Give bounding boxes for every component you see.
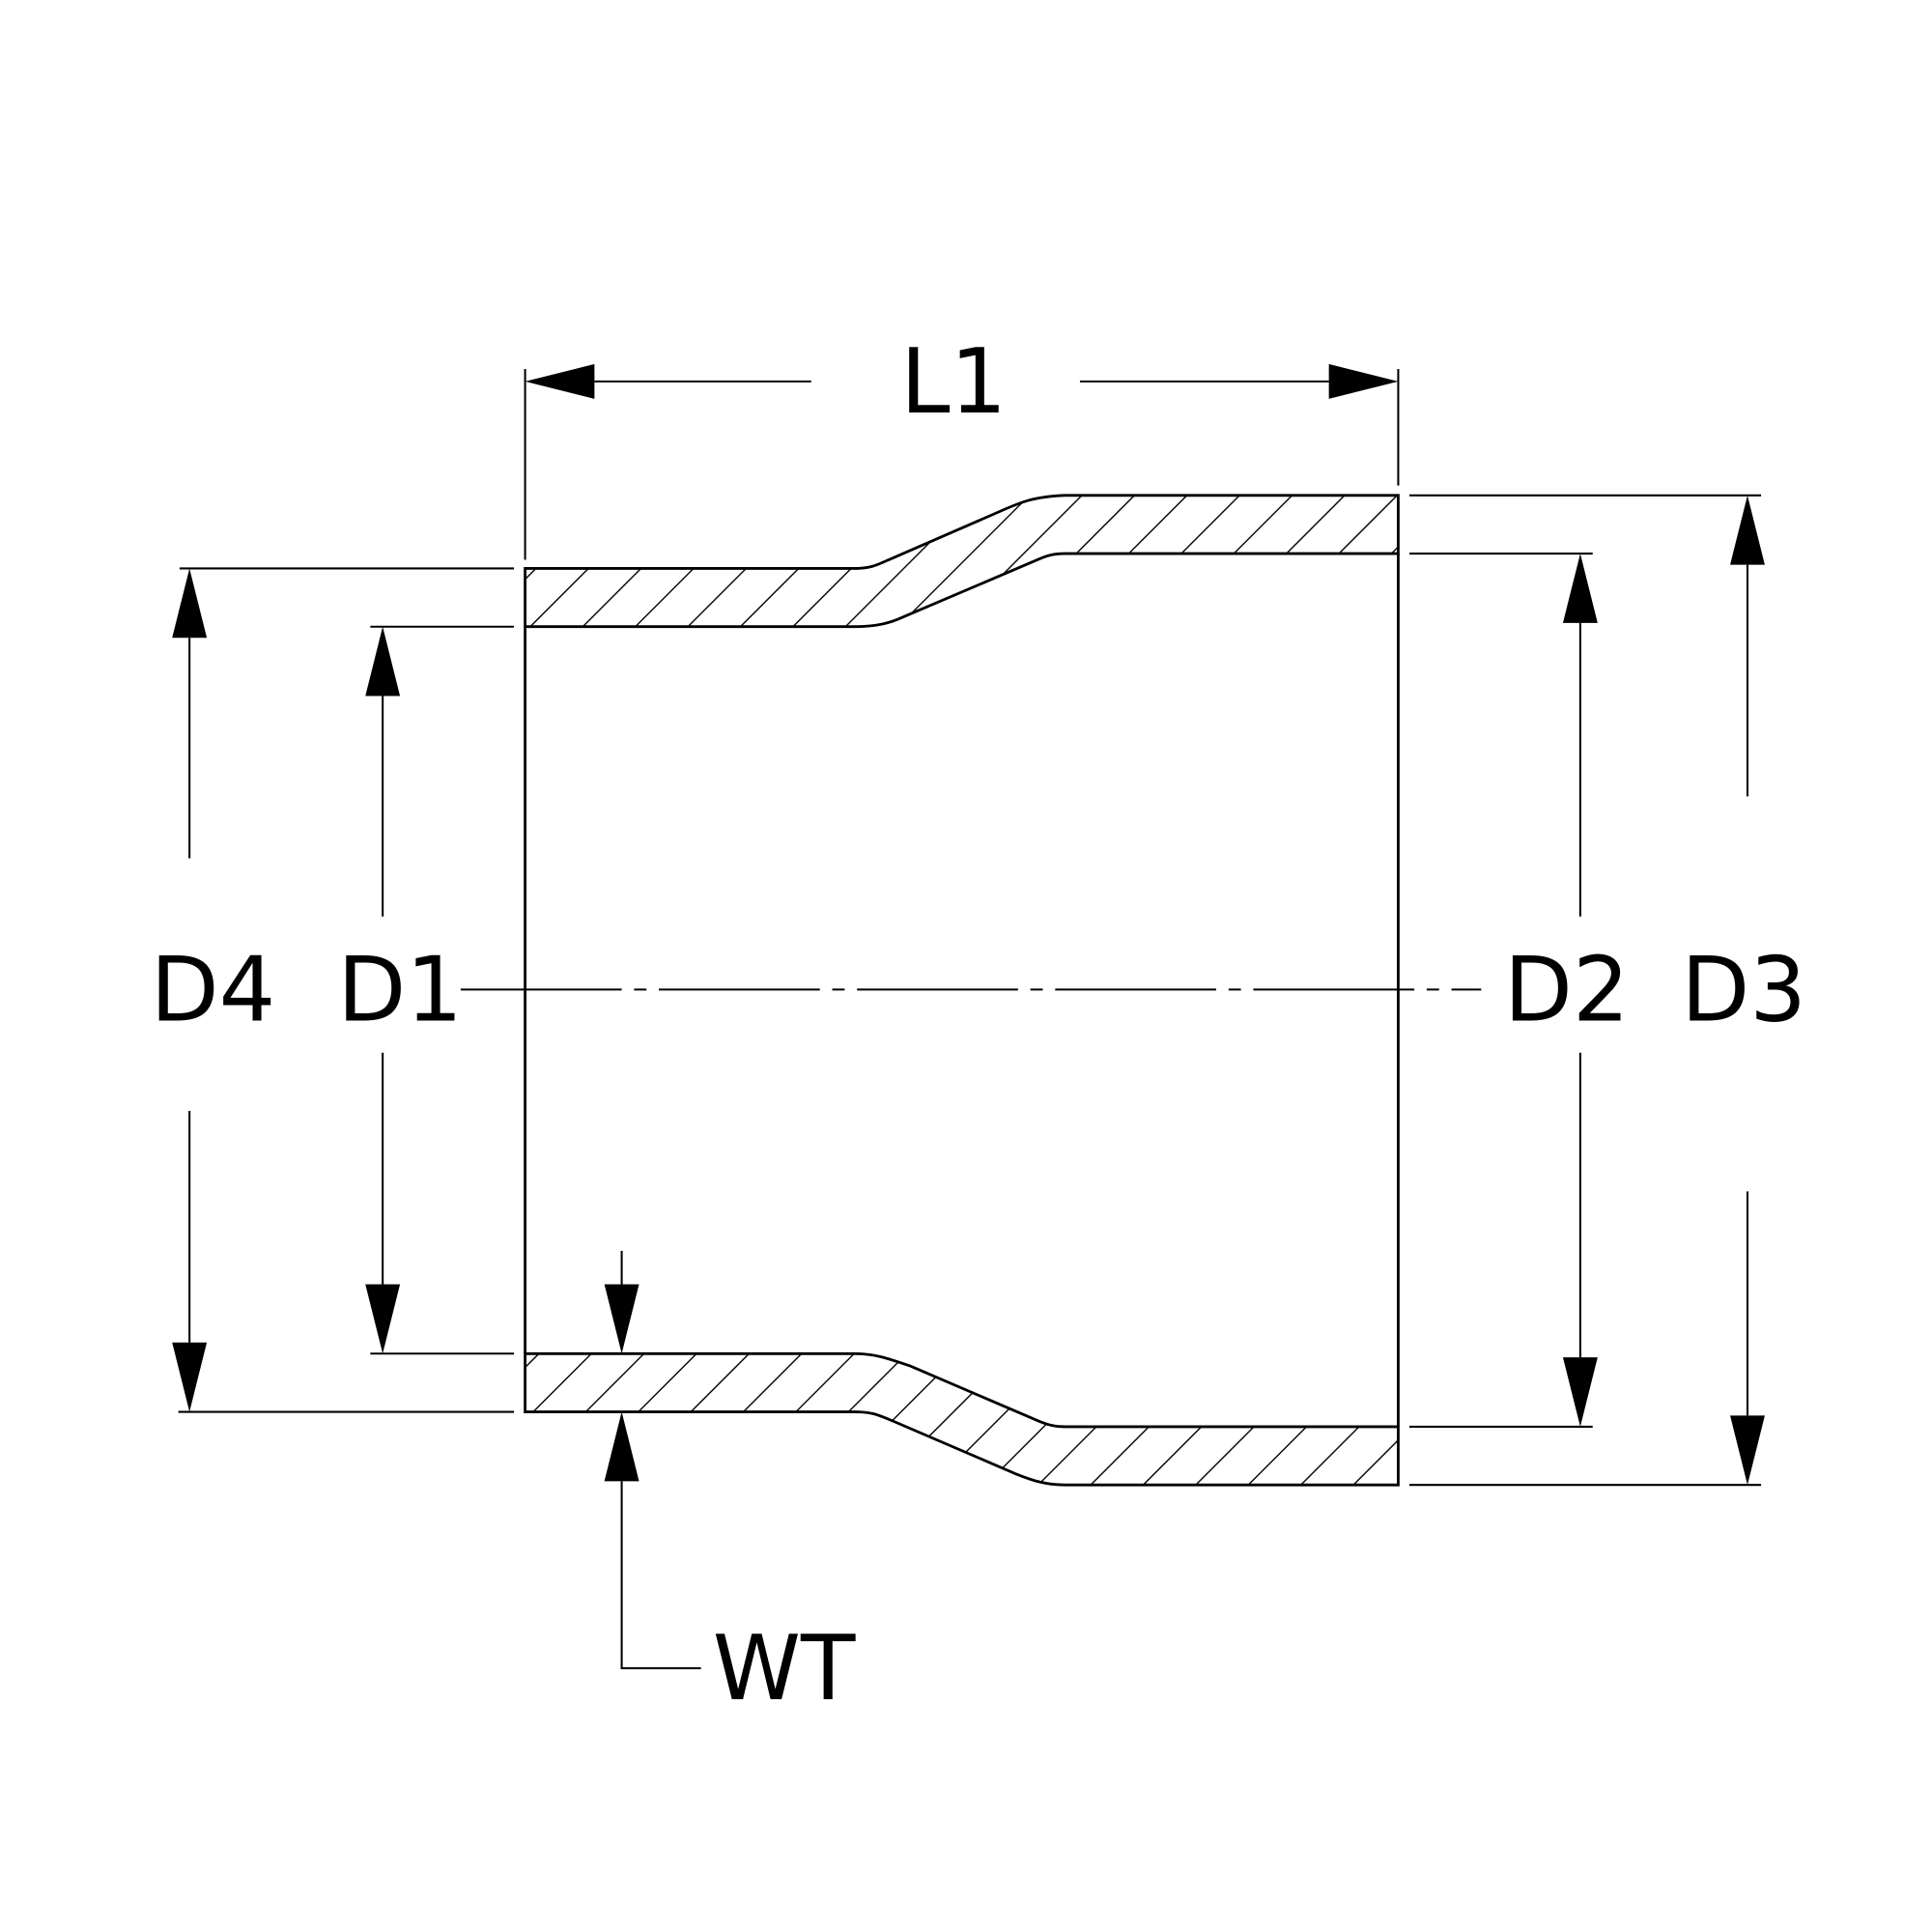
- arrow-left-icon: [525, 363, 595, 399]
- arrow-up-icon: [365, 626, 401, 696]
- label-d1: D1: [337, 937, 463, 1041]
- dimension-wt: WT: [604, 1250, 856, 1720]
- dimension-d2: D2: [1504, 554, 1630, 1427]
- arrow-down-icon: [1562, 1357, 1598, 1427]
- bottom-wall-section: [524, 1351, 1400, 1487]
- dimension-l1: L1: [525, 329, 1399, 434]
- arrow-down-icon: [172, 1342, 208, 1412]
- label-d2: D2: [1504, 937, 1630, 1041]
- extension-lines: [178, 369, 1762, 1487]
- arrow-up-icon: [172, 568, 208, 639]
- arrow-up-icon: [1730, 495, 1765, 565]
- arrow-down-icon: [604, 1284, 639, 1354]
- arrow-up-icon: [1562, 554, 1598, 623]
- arrow-down-icon: [1730, 1415, 1765, 1486]
- dimension-d1: D1: [337, 626, 463, 1354]
- label-wt: WT: [713, 1616, 856, 1720]
- arrow-right-icon: [1328, 363, 1399, 399]
- label-d4: D4: [151, 937, 276, 1041]
- dimension-d3: D3: [1681, 495, 1806, 1486]
- arrow-up-icon: [604, 1411, 639, 1482]
- label-d3: D3: [1681, 937, 1806, 1041]
- dimension-d4: D4: [151, 568, 276, 1412]
- top-wall-section: [524, 494, 1400, 629]
- arrow-down-icon: [365, 1284, 401, 1354]
- label-l1: L1: [900, 329, 1007, 434]
